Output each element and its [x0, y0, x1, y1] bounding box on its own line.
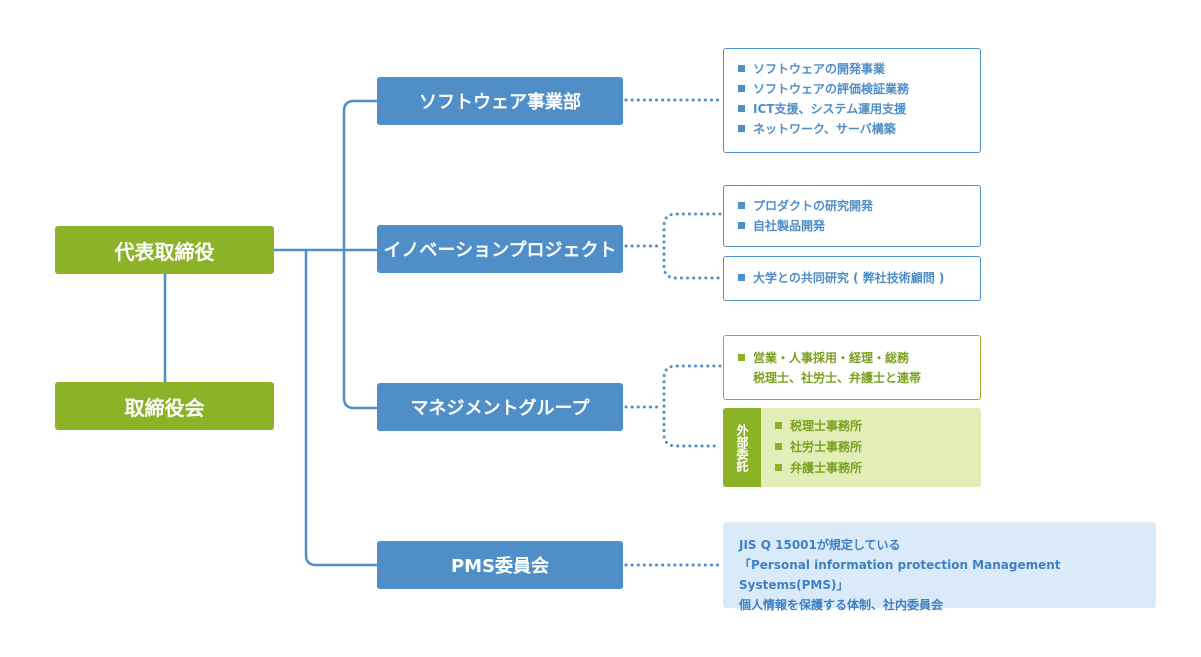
pms-line: 「Personal information protection Managem…	[739, 558, 1061, 592]
board-box: 取締役会	[55, 382, 274, 430]
innovation-split-dots	[662, 212, 722, 280]
pms-branch	[304, 250, 378, 567]
list-item: 大学との共同研究 ( 弊社技術顧問 )	[738, 268, 968, 288]
innovation-project-box: イノベーションプロジェクト	[377, 225, 623, 273]
management-split-dots	[662, 364, 722, 448]
pms-committee-box: PMS委員会	[377, 541, 623, 589]
list-item: 自社製品開発	[738, 216, 968, 236]
list-item: ICT支援、システム運用支援	[738, 99, 968, 119]
ceo-box: 代表取締役	[55, 226, 274, 274]
list-item: 社労士事務所	[775, 437, 862, 458]
innovation-university-list: 大学との共同研究 ( 弊社技術顧問 )	[723, 256, 981, 301]
management-group-box: マネジメントグループ	[377, 383, 623, 431]
management-duties-list: 営業・人事採用・経理・総務 税理士、社労士、弁護士と連帯	[723, 335, 981, 400]
pms-description-box: JIS Q 15001が規定している 「Personal information…	[723, 522, 1156, 612]
software-services-list: ソフトウェアの開発事業 ソフトウェアの評価検証業務 ICT支援、システム運用支援…	[723, 48, 981, 153]
list-item: 弁護士事務所	[775, 458, 862, 479]
software-division-box: ソフトウェア事業部	[377, 77, 623, 125]
list-item: ソフトウェアの評価検証業務	[738, 79, 968, 99]
innovation-rnd-list: プロダクトの研究開発 自社製品開発	[723, 185, 981, 247]
external-tab: 外部委託	[723, 408, 761, 487]
list-item: 税理士事務所	[775, 416, 862, 437]
pms-line: 個人情報を保護する体制、社内委員会	[739, 598, 944, 612]
software-branch	[342, 99, 378, 410]
list-item: プロダクトの研究開発	[738, 196, 968, 216]
list-item: ネットワーク、サーバ構築	[738, 119, 968, 139]
pms-line: JIS Q 15001が規定している	[739, 538, 901, 552]
list-item: ソフトウェアの開発事業	[738, 59, 968, 79]
list-item: 営業・人事採用・経理・総務	[738, 348, 968, 368]
external-outsourcing-box: 外部委託 税理士事務所 社労士事務所 弁護士事務所	[723, 408, 981, 487]
list-item-continuation: 税理士、社労士、弁護士と連帯	[753, 371, 922, 385]
